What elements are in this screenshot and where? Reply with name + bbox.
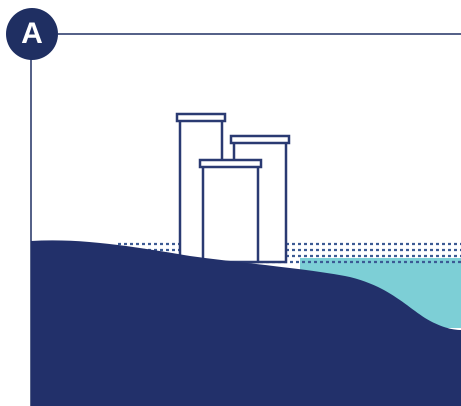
panel-badge: A [6, 8, 58, 60]
panel-label: A [21, 19, 43, 49]
short-building [200, 160, 261, 262]
buildings-group [177, 114, 289, 262]
